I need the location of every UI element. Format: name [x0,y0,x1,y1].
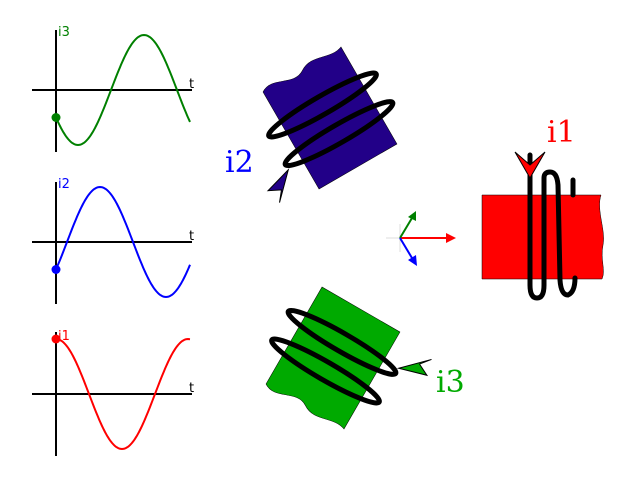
coil-i3-core [265,286,401,430]
i1-curve [55,337,191,451]
coil-i1-winding [527,152,578,301]
t-axis-label: t [189,77,194,92]
i1-dot [51,334,61,344]
coil-i2-label: i2 [225,145,254,180]
coil-i1-label: i1 [547,115,576,150]
i3-axis-label: i3 [58,25,70,40]
graph-i2: i2 t [32,177,194,304]
coil-i3 [265,286,432,430]
coil-i3-label: i3 [436,365,465,400]
i2-dot [51,265,61,274]
coil-i3-winding [269,336,382,406]
coil-i2-arrow-icon [266,168,290,203]
i3-dot [51,113,61,122]
vector-i1-arrowhead-icon [446,233,456,243]
graph-i1: i1 t [32,329,194,456]
t-axis-label: t [189,229,194,244]
coil-i1-arrow-icon [514,151,546,180]
coil-i3-winding [285,307,399,377]
graph-i3: i3 t [32,25,194,152]
vector-i2 [399,237,413,259]
coil-i2-winding [266,70,379,140]
i2-curve [55,185,191,299]
coil-i3-arrow-icon [396,358,432,377]
vector-i2-arrowhead-icon [408,255,417,266]
coil-i1 [481,151,604,301]
coil-i2-winding [282,99,396,169]
field-vectors [386,211,456,266]
i1-axis-label: i1 [58,329,70,344]
vector-i3 [399,217,413,239]
t-axis-label: t [189,381,194,396]
i2-axis-label: i2 [58,177,70,192]
i3-curve [55,33,191,147]
coil-i2 [262,46,398,203]
vector-i3-arrowhead-icon [408,211,416,221]
coil-i2-core [262,46,398,190]
